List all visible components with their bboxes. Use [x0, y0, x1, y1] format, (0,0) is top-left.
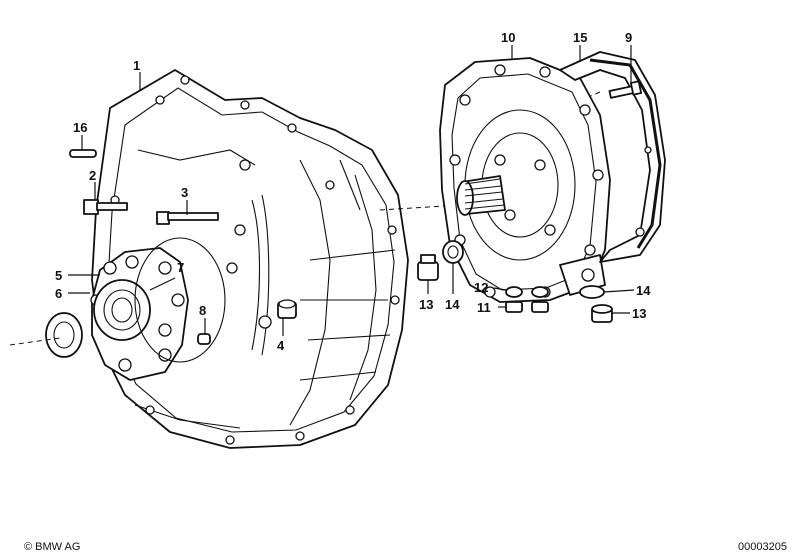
callout-6: 6 [55, 286, 62, 301]
drain-plug [417, 254, 439, 281]
copyright-notice: © BMW AG [24, 541, 81, 553]
callout-14a: 14 [445, 297, 460, 312]
callout-10: 10 [501, 30, 515, 45]
callout-4: 4 [277, 338, 285, 353]
callout-13a: 13 [419, 297, 433, 312]
callout-8: 8 [199, 303, 206, 318]
callout-3: 3 [181, 185, 188, 200]
hex-bolt [83, 199, 128, 215]
document-number: 00003205 [738, 541, 787, 553]
callout-12: 12 [474, 280, 488, 295]
screw [608, 80, 643, 99]
oil-plug [591, 304, 613, 323]
guide-pin [197, 333, 211, 345]
cover-gasket [134, 237, 226, 363]
callout-7: 7 [177, 260, 184, 275]
callout-labels: 1 2 3 4 5 6 7 8 9 10 11 12 13 13 14 14 1… [55, 30, 651, 353]
screw-plug [505, 301, 549, 313]
callout-14b: 14 [636, 283, 651, 298]
intermediate-plate [439, 57, 611, 303]
plate-gasket [559, 51, 666, 263]
callout-9: 9 [625, 30, 632, 45]
callout-5: 5 [55, 268, 62, 283]
dowel-sleeve [277, 299, 297, 319]
leader-lines [68, 45, 635, 336]
callout-13b: 13 [632, 306, 646, 321]
callout-1: 1 [133, 58, 140, 73]
callout-11: 11 [477, 300, 491, 315]
shaft-seal [45, 312, 83, 358]
front-cover [90, 247, 189, 381]
callout-16: 16 [73, 120, 87, 135]
sealing-washer [442, 240, 464, 264]
stud-bolt [156, 211, 219, 225]
callout-2: 2 [89, 168, 96, 183]
washer [505, 286, 549, 298]
sealing-washer-right [579, 285, 605, 299]
callout-15: 15 [573, 30, 587, 45]
dowel-pin [69, 149, 97, 158]
